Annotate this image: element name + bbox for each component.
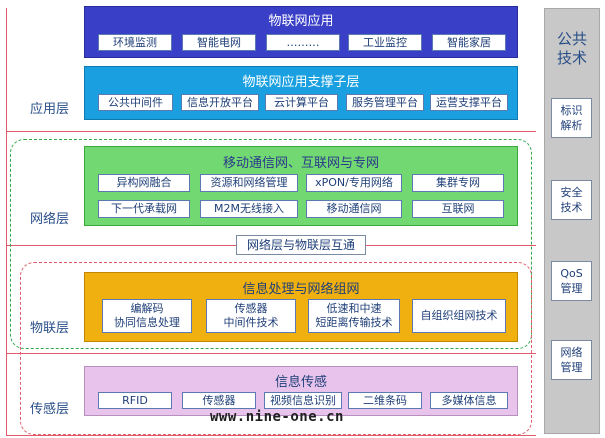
layer-label-sensing: 传感层 bbox=[30, 402, 70, 417]
interconnect-label: 网络层与物联层互通 bbox=[236, 235, 366, 255]
network-item: 异构网融合 bbox=[98, 174, 190, 192]
public-tech-item-line1: QoS bbox=[560, 267, 583, 280]
sensing-item: 视频信息识别 bbox=[264, 392, 342, 409]
sensing-item: RFID bbox=[98, 392, 172, 409]
network-item: 下一代承载网 bbox=[98, 200, 190, 218]
network-band-title: 移动通信网、互联网与专网 bbox=[222, 156, 379, 171]
processing-item-line1: 编解码 bbox=[130, 302, 164, 315]
support-item: 信息开放平台 bbox=[181, 94, 259, 111]
public-tech-title-line1: 公共 bbox=[556, 30, 587, 48]
app-item: 智能电网 bbox=[182, 34, 256, 51]
public-tech-item: 安全 技术 bbox=[551, 180, 592, 220]
network-item: 资源和网络管理 bbox=[200, 174, 298, 192]
network-item: 移动通信网 bbox=[306, 200, 402, 218]
support-item: 公共中间件 bbox=[98, 94, 173, 111]
processing-item: 编解码 协同信息处理 bbox=[102, 299, 192, 333]
processing-item: 传感器 中间件技术 bbox=[206, 299, 296, 333]
processing-item-line2: 中间件技术 bbox=[223, 316, 279, 329]
layer-label-application: 应用层 bbox=[30, 102, 70, 117]
sensing-item: 传感器 bbox=[182, 392, 256, 409]
processing-item-line2: 协同信息处理 bbox=[114, 316, 180, 329]
public-tech-title-line2: 技术 bbox=[556, 49, 587, 67]
sensing-band-title: 信息传感 bbox=[274, 375, 327, 390]
app-item: 智能家居 bbox=[432, 34, 506, 51]
sensing-item: 多媒体信息 bbox=[430, 392, 508, 409]
processing-item: 低速和中速 短距离传输技术 bbox=[308, 299, 400, 333]
iot-dashed-region bbox=[20, 262, 532, 435]
public-tech-item-line2: 管理 bbox=[560, 361, 583, 374]
app-item: 环境监测 bbox=[98, 34, 172, 51]
layer-label-network: 网络层 bbox=[30, 212, 70, 227]
processing-band-title: 信息处理与网络组网 bbox=[242, 282, 360, 297]
support-item: 服务管理平台 bbox=[346, 94, 424, 111]
support-band-title: 物联网应用支撑子层 bbox=[242, 75, 360, 90]
separator-iot bbox=[6, 353, 536, 354]
separator-bottom bbox=[6, 435, 536, 436]
separator-application bbox=[6, 131, 536, 132]
public-tech-item-line2: 解析 bbox=[560, 119, 583, 132]
processing-item-line1: 传感器 bbox=[234, 302, 268, 315]
processing-item-line1: 低速和中速 bbox=[326, 302, 382, 315]
sensing-item: 二维条码 bbox=[348, 392, 422, 409]
public-tech-item: 网络 管理 bbox=[551, 340, 592, 380]
network-item: 互联网 bbox=[412, 200, 504, 218]
watermark: www.nine-one.cn bbox=[210, 409, 344, 425]
app-band-title: 物联网应用 bbox=[268, 14, 334, 29]
network-item: 集群专网 bbox=[412, 174, 504, 192]
processing-item-line1: 自组织组网技术 bbox=[420, 309, 498, 322]
public-tech-title: 公共 技术 bbox=[544, 30, 600, 68]
separator-left-edge bbox=[6, 8, 7, 436]
public-tech-item: 标识 解析 bbox=[551, 98, 592, 138]
layer-label-iot: 物联层 bbox=[30, 321, 70, 336]
support-band: 物联网应用支撑子层 bbox=[84, 66, 518, 120]
network-item: xPON/专用网络 bbox=[306, 174, 402, 192]
app-item: 工业监控 bbox=[348, 34, 422, 51]
network-item: M2M无线接入 bbox=[200, 200, 298, 218]
processing-item: 自组织组网技术 bbox=[412, 299, 506, 333]
processing-item-line2: 短距离传输技术 bbox=[315, 316, 393, 329]
public-tech-item-line2: 技术 bbox=[560, 201, 583, 214]
public-tech-item-line1: 标识 bbox=[560, 104, 583, 117]
public-tech-item-line1: 安全 bbox=[560, 186, 583, 199]
support-item: 运营支撑平台 bbox=[430, 94, 508, 111]
public-tech-item: QoS 管理 bbox=[551, 261, 592, 301]
public-tech-item-line1: 网络 bbox=[560, 346, 583, 359]
network-dashed-region bbox=[10, 139, 532, 349]
public-tech-item-line2: 管理 bbox=[560, 282, 583, 295]
app-item: ……… bbox=[266, 34, 340, 51]
support-item: 云计算平台 bbox=[265, 94, 338, 111]
